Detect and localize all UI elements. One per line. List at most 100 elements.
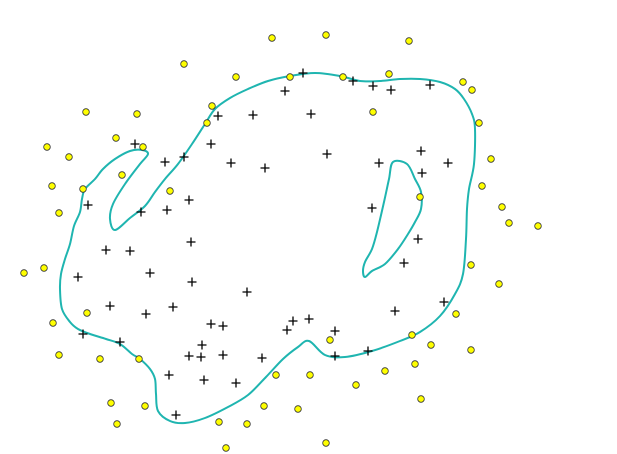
positive-class-points [73,68,453,420]
positive-point [298,68,308,78]
positive-point [439,297,449,307]
positive-point [206,139,216,149]
positive-point [306,109,316,119]
negative-point [505,219,513,227]
positive-point [363,346,373,356]
negative-point [459,78,467,86]
negative-point [208,102,216,110]
negative-point [43,143,51,151]
positive-point [168,302,178,312]
boundary-curve-2 [362,159,423,278]
positive-point [105,301,115,311]
negative-point [495,280,503,288]
negative-point [408,331,416,339]
negative-point [107,399,115,407]
positive-point [218,321,228,331]
positive-point [280,86,290,96]
negative-point [55,351,63,359]
negative-point [139,143,147,151]
negative-point [467,261,475,269]
positive-point [368,81,378,91]
positive-point [179,152,189,162]
positive-point [257,353,267,363]
positive-point [162,205,172,215]
negative-point [326,336,334,344]
negative-point [294,405,302,413]
negative-point [166,187,174,195]
positive-point [125,246,135,256]
negative-point [48,182,56,190]
negative-point [268,34,276,42]
negative-point [417,395,425,403]
negative-point [79,185,87,193]
negative-point [475,119,483,127]
negative-point [180,60,188,68]
positive-point [197,340,207,350]
boundary-curve-1 [58,72,477,425]
positive-point [184,195,194,205]
negative-point [113,420,121,428]
negative-point [82,108,90,116]
positive-point [288,316,298,326]
positive-point [78,329,88,339]
positive-point [160,157,170,167]
negative-point [427,341,435,349]
negative-point [133,110,141,118]
positive-point [171,410,181,420]
positive-point [417,168,427,178]
negative-point [272,371,280,379]
positive-point [374,158,384,168]
positive-point [413,234,423,244]
negative-point [322,439,330,447]
negative-point [55,209,63,217]
negative-point [322,31,330,39]
negative-point [20,269,28,277]
positive-point [386,85,396,95]
positive-point [145,268,155,278]
negative-point [468,86,476,94]
positive-point [231,378,241,388]
positive-point [164,370,174,380]
negative-point [381,367,389,375]
positive-point [206,319,216,329]
negative-point [118,171,126,179]
negative-point [416,193,424,201]
positive-point [242,287,252,297]
positive-point [390,306,400,316]
negative-point [487,155,495,163]
positive-point [367,203,377,213]
negative-point [135,355,143,363]
negative-point [385,70,393,78]
positive-point [399,258,409,268]
positive-point [213,111,223,121]
positive-point [226,158,236,168]
positive-point [260,163,270,173]
positive-point [186,237,196,247]
positive-point [330,351,340,361]
positive-point [330,326,340,336]
negative-point [286,73,294,81]
negative-point [49,319,57,327]
negative-class-points [20,31,542,452]
positive-point [130,139,140,149]
negative-point [467,346,475,354]
positive-point [101,245,111,255]
positive-point [304,314,314,324]
negative-point [306,371,314,379]
positive-point [199,375,209,385]
negative-point [96,355,104,363]
positive-point [348,76,358,86]
negative-point [498,203,506,211]
positive-point [141,309,151,319]
positive-point [115,337,125,347]
positive-point [443,158,453,168]
positive-point [196,352,206,362]
positive-point [136,207,146,217]
negative-point [352,381,360,389]
positive-point [184,351,194,361]
negative-point [452,310,460,318]
positive-point [416,146,426,156]
negative-point [339,73,347,81]
